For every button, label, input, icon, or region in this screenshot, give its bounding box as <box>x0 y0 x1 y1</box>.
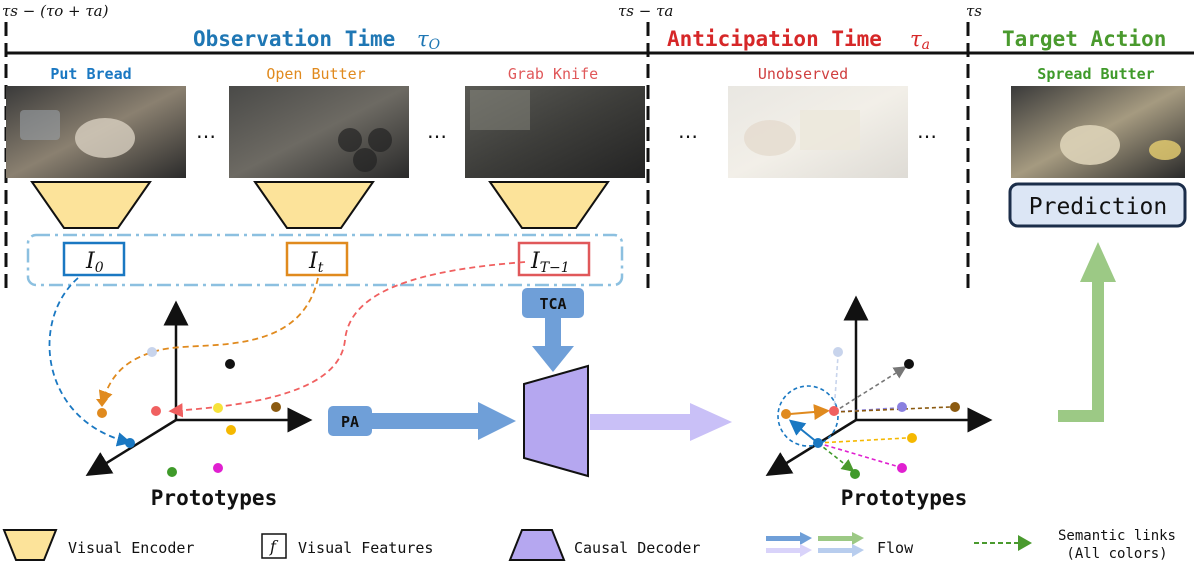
timeline: τs − (τo + τa) τs − τa τs <box>2 2 1194 290</box>
right-prototype-points <box>781 347 960 479</box>
left-prototype-points <box>96 347 281 477</box>
feature-boxes: I0 It IT−1 <box>62 241 591 277</box>
legend-visual-features-icon <box>261 533 287 559</box>
ellipsis-4: … <box>917 119 937 143</box>
observation-time-label: Observation Time <box>193 27 395 51</box>
ellipsis-2: … <box>427 119 447 143</box>
frame-image-grab-knife <box>465 86 645 178</box>
legend-visual-features-label: Visual Features <box>298 539 433 557</box>
legend-flow-label: Flow <box>877 539 914 557</box>
tick-label-mid: τs − τa <box>618 2 673 20</box>
prediction-arrow <box>1058 242 1116 422</box>
feature-label-i0: I0 <box>85 249 104 276</box>
frame-label-open-butter: Open Butter <box>266 65 365 83</box>
frame-label-spread-butter: Spread Butter <box>1037 65 1154 83</box>
prediction-box: Prediction <box>1008 182 1187 228</box>
video-frames <box>6 86 1185 178</box>
feature-box-it <box>285 241 349 277</box>
feature-label-it-1: IT−1 <box>530 249 570 276</box>
observation-time-symbol: τO <box>417 27 441 53</box>
legend: Visual Encoder f Visual Features Causal … <box>2 528 1176 562</box>
pa-module: PA <box>328 402 516 440</box>
tick-label-start: τs − (τo + τa) <box>2 2 109 20</box>
frame-labels: Put Bread Open Butter Grab Knife Unobser… <box>50 65 1154 83</box>
ellipses: … … … … <box>196 119 937 143</box>
visual-encoder-3 <box>488 181 610 229</box>
feature-label-it: It <box>308 249 324 276</box>
legend-visual-encoder-label: Visual Encoder <box>68 539 194 557</box>
tca-label: TCA <box>539 295 566 313</box>
frame-label-unobserved: Unobserved <box>758 65 848 83</box>
legend-semantic-links-label-2: (All colors) <box>1066 546 1167 562</box>
anticipation-time-label: Anticipation Time <box>667 27 882 51</box>
anticipation-time-symbol: τa <box>910 27 930 53</box>
causal-decoder <box>523 364 589 478</box>
feature-projection-curves <box>48 261 526 447</box>
frame-image-put-bread <box>6 86 186 178</box>
frame-image-open-butter <box>229 86 409 178</box>
feature-box-i0 <box>62 241 126 277</box>
right-prototype-axes <box>765 295 993 476</box>
ellipsis-1: … <box>196 119 216 143</box>
feature-container <box>26 233 624 287</box>
visual-encoder-1 <box>30 181 152 229</box>
visual-encoders <box>30 181 610 229</box>
target-action-label: Target Action <box>1002 27 1166 51</box>
decoder-output-arrow <box>590 403 732 441</box>
visual-encoder-2 <box>253 181 375 229</box>
prototype-neighborhood <box>777 385 839 447</box>
ellipsis-3: … <box>678 119 698 143</box>
frame-label-put-bread: Put Bread <box>50 65 131 83</box>
legend-flow-icon <box>766 532 864 557</box>
frame-image-unobserved <box>728 86 908 178</box>
prediction-label: Prediction <box>1029 194 1167 220</box>
right-prototype-flow <box>788 404 830 444</box>
legend-visual-encoder-icon <box>2 529 58 561</box>
frame-image-spread-butter <box>1011 86 1185 178</box>
legend-causal-decoder-label: Causal Decoder <box>574 539 700 557</box>
tca-module: TCA <box>522 288 584 372</box>
semantic-link-arrows <box>817 355 951 472</box>
pa-label: PA <box>341 413 359 431</box>
legend-causal-decoder-icon <box>508 529 566 561</box>
frame-label-grab-knife: Grab Knife <box>508 65 598 83</box>
legend-semantic-links-label-1: Semantic links <box>1058 528 1176 544</box>
prototypes-label-right: Prototypes <box>841 486 967 510</box>
section-headers: Observation Time τO Anticipation Time τa… <box>193 27 1166 53</box>
feature-box-it-1 <box>517 241 591 277</box>
tick-label-end: τs <box>966 2 982 20</box>
legend-feature-symbol: f <box>269 537 279 556</box>
prototypes-label-left: Prototypes <box>151 486 277 510</box>
legend-semantic-links-icon <box>974 535 1032 551</box>
